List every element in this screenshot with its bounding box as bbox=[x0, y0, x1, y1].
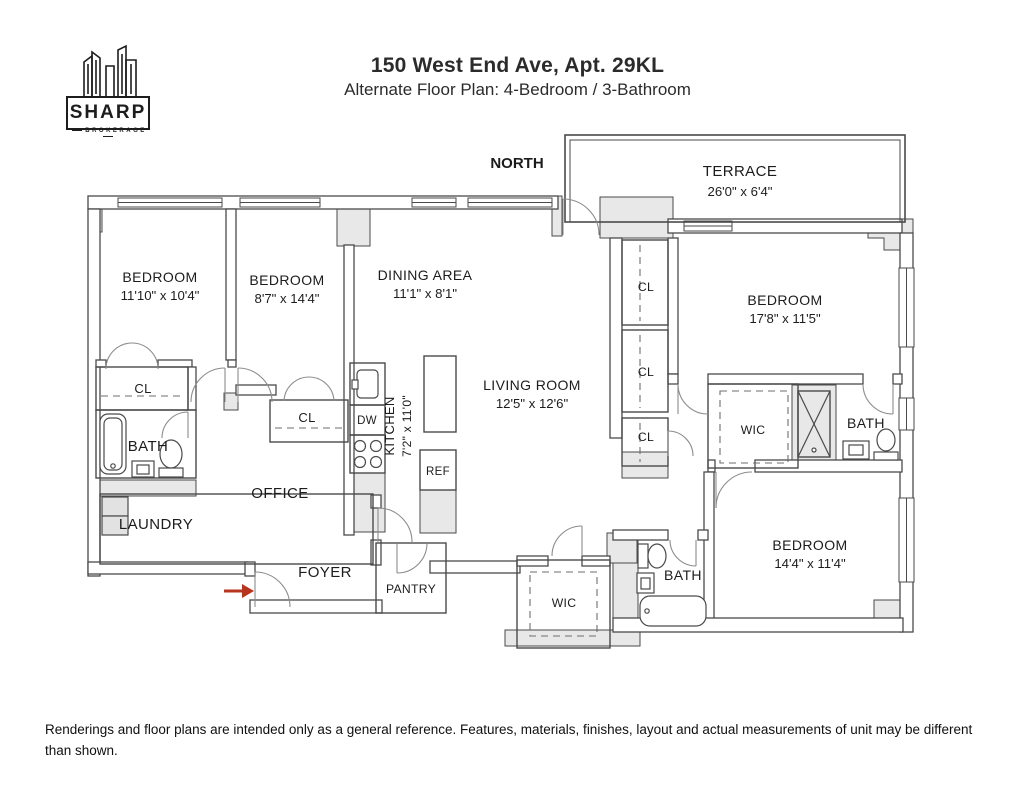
bedroom-3-label: BEDROOM bbox=[747, 292, 822, 308]
city-skyline-icon bbox=[83, 44, 137, 96]
bathtub-icon bbox=[99, 413, 127, 475]
refrigerator-label: REF bbox=[426, 466, 450, 478]
entry-arrow-icon bbox=[224, 584, 254, 598]
foyer-label: FOYER bbox=[298, 564, 352, 581]
toilet-icon bbox=[637, 543, 667, 569]
terrace-outline bbox=[564, 134, 906, 223]
wall-blocks bbox=[87, 195, 914, 647]
wic-upper-label: WIC bbox=[741, 423, 766, 437]
brand-subtitle: BROKERAGE bbox=[62, 128, 154, 140]
wic-lower-label: WIC bbox=[552, 596, 577, 610]
closet-left-label: CL bbox=[134, 381, 151, 396]
bedroom-2-dims: 8'7" x 14'4" bbox=[255, 291, 320, 306]
closet-office-label: CL bbox=[298, 410, 315, 425]
stove-icon bbox=[353, 439, 383, 469]
terrace-label: TERRACE bbox=[703, 163, 777, 180]
bedroom-4-label: BEDROOM bbox=[772, 537, 847, 553]
shower-icon bbox=[797, 390, 831, 458]
bedroom-1-dims: 11'10" x 10'4" bbox=[121, 288, 200, 303]
bedroom-2-label: BEDROOM bbox=[249, 272, 324, 288]
page-subtitle: Alternate Floor Plan: 4-Bedroom / 3-Bath… bbox=[344, 80, 691, 99]
north-label: NORTH bbox=[490, 155, 543, 172]
closet-rod-lines bbox=[101, 245, 789, 637]
pantry-label: PANTRY bbox=[386, 582, 436, 596]
sink-icon bbox=[842, 440, 870, 460]
bedroom-1-label: BEDROOM bbox=[122, 269, 197, 285]
windows bbox=[117, 197, 915, 583]
bedroom-4-dims: 14'4" x 11'4" bbox=[774, 556, 846, 571]
dining-area-label: DINING AREA bbox=[378, 267, 473, 283]
bathtub-icon bbox=[639, 595, 707, 627]
closet-3-label: CL bbox=[638, 430, 654, 444]
closet-1-label: CL bbox=[638, 280, 654, 294]
living-room-label: LIVING ROOM bbox=[483, 377, 581, 393]
toilet-icon bbox=[158, 439, 184, 478]
terrace-dims: 26'0" x 6'4" bbox=[708, 184, 773, 199]
dishwasher-label: DW bbox=[357, 415, 377, 427]
closet-2-label: CL bbox=[638, 365, 654, 379]
sink-icon bbox=[131, 460, 155, 478]
bath-lower-label: BATH bbox=[664, 567, 702, 583]
washer-dryer-icon bbox=[101, 496, 129, 536]
kitchen-dims: 7'2" x 11'0" bbox=[400, 395, 414, 457]
kitchen-sink-icon bbox=[351, 369, 379, 399]
kitchen-label: KITCHEN bbox=[382, 396, 397, 455]
bath-left-label: BATH bbox=[128, 438, 169, 455]
laundry-label: LAUNDRY bbox=[119, 516, 193, 533]
dining-area-dims: 11'1" x 8'1" bbox=[393, 286, 457, 301]
doors bbox=[105, 198, 894, 608]
office-label: OFFICE bbox=[251, 485, 308, 502]
toilet-icon bbox=[873, 428, 899, 461]
room-boxes bbox=[95, 239, 831, 649]
page-title: 150 West End Ave, Apt. 29KL bbox=[370, 54, 665, 77]
bedroom-3-dims: 17'8" x 11'5" bbox=[749, 311, 821, 326]
room-labels: NORTH TERRACE 26'0" x 6'4" BEDROOM 11'10… bbox=[119, 155, 885, 610]
disclaimer-text: Renderings and floor plans are intended … bbox=[45, 722, 973, 758]
sink-icon bbox=[636, 572, 655, 594]
living-room-dims: 12'5" x 12'6" bbox=[496, 396, 569, 411]
brokerage-logo: SHARP BROKERAGE bbox=[62, 44, 154, 140]
fixtures bbox=[99, 369, 899, 627]
bath-upper-right-label: BATH bbox=[847, 415, 885, 431]
